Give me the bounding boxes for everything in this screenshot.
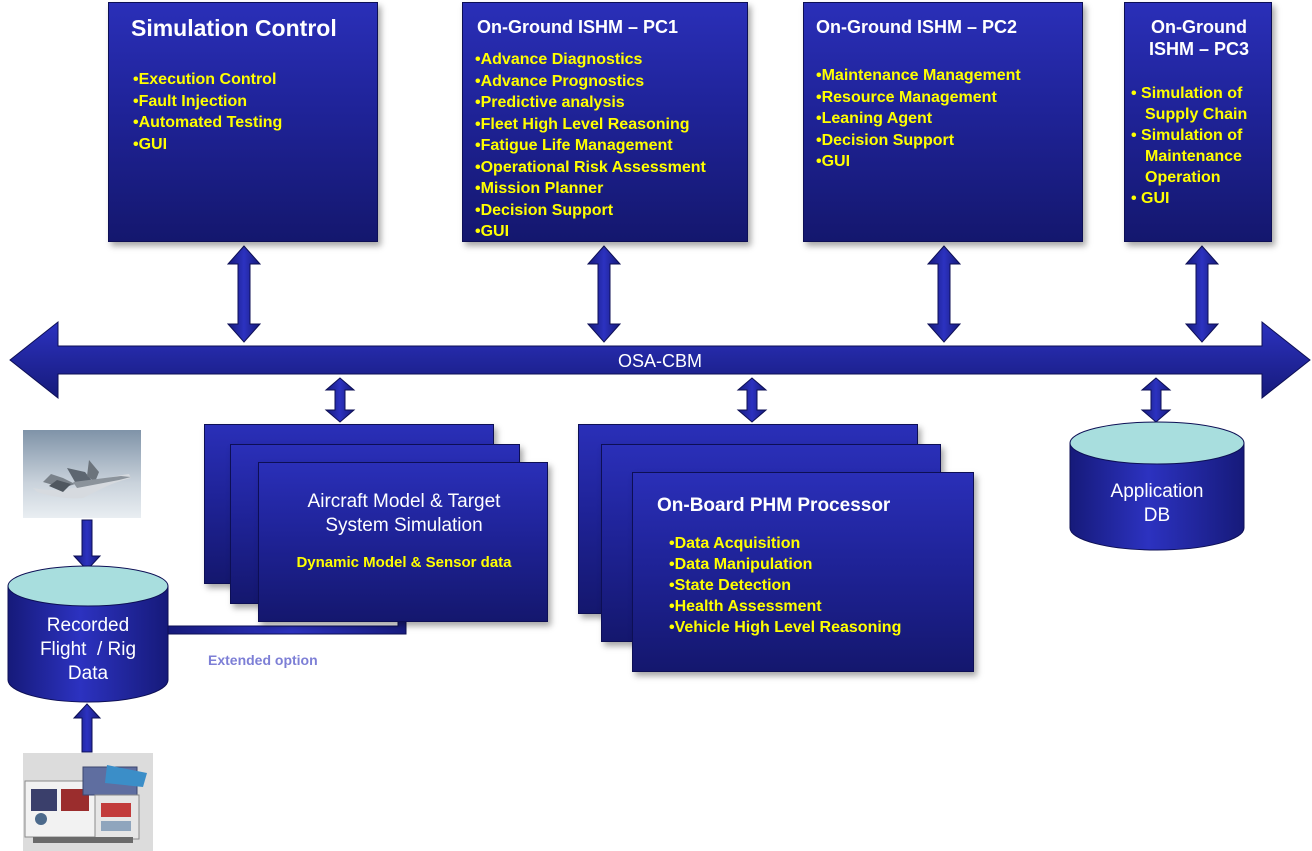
application-db-line2: DB (1143, 505, 1171, 526)
pc1-title: On-Ground ISHM – PC1 (477, 17, 679, 37)
arrow-pc1 (586, 245, 622, 343)
osa-cbm-label: OSA-CBM (617, 351, 702, 371)
list-item: •Fault Injection (133, 92, 248, 110)
test-rig-image (23, 753, 153, 851)
jet-aircraft-image (23, 430, 141, 518)
simulation-control-box: Simulation Control •Execution Control •F… (108, 2, 378, 242)
list-item: •Advance Diagnostics (475, 51, 643, 68)
pc1-box: On-Ground ISHM – PC1 •Advance Diagnostic… (462, 2, 748, 242)
application-db-line1: Application (1110, 481, 1204, 502)
list-item: •Leaning Agent (816, 110, 933, 127)
list-item: •GUI (133, 135, 168, 153)
recorded-db-line2: Flight / Rig (39, 639, 137, 660)
pc2-box: On-Ground ISHM – PC2 •Maintenance Manage… (803, 2, 1083, 242)
arrow-aircraft (324, 377, 356, 423)
list-item: •Operational Risk Assessment (475, 158, 706, 176)
list-item: •Predictive analysis (475, 94, 625, 111)
aircraft-model-title-line1: Aircraft Model & Target (307, 491, 501, 512)
list-item: •Mission Planner (475, 180, 604, 197)
pc2-list: •Maintenance Management •Resource Manage… (816, 65, 1021, 173)
arrow-rig-to-recorded (72, 703, 102, 753)
list-item: •Health Assessment (669, 598, 822, 615)
list-item: •Data Manipulation (669, 556, 813, 573)
simulation-control-title: Simulation Control (131, 15, 337, 41)
list-item: •Vehicle High Level Reasoning (669, 619, 902, 636)
list-item: •Fleet High Level Reasoning (475, 115, 690, 133)
pc3-title-line1: On-Ground (1151, 17, 1247, 37)
arrow-sim-control (226, 245, 262, 343)
pc3-box: On-Ground ISHM – PC3 • Simulation of Sup… (1124, 2, 1272, 242)
phm-title: On-Board PHM Processor (657, 495, 891, 516)
recorded-db-line3: Data (67, 663, 109, 684)
list-item: •State Detection (669, 577, 792, 594)
list-item: • GUI (1131, 190, 1170, 207)
aircraft-model-title-line2: System Simulation (325, 515, 483, 536)
list-item: • Simulation of (1131, 85, 1243, 102)
aircraft-model-box: Aircraft Model & Target System Simulatio… (258, 462, 548, 622)
list-item: •Fatigue Life Management (475, 137, 673, 154)
aircraft-model-subtitle: Dynamic Model & Sensor data (296, 554, 512, 571)
arrow-jet-to-recorded (72, 519, 102, 571)
arrow-pc2 (926, 245, 962, 343)
arrow-phm (736, 377, 768, 423)
list-item: •Execution Control (133, 71, 277, 88)
list-item: •Automated Testing (133, 114, 283, 131)
list-item: •Resource Management (816, 88, 997, 106)
list-item: •GUI (475, 223, 510, 240)
simulation-control-list: •Execution Control •Fault Injection •Aut… (133, 69, 282, 155)
list-item: •Advance Prognostics (475, 72, 645, 90)
list-item: Maintenance (1145, 148, 1242, 165)
pc1-list: •Advance Diagnostics •Advance Prognostic… (475, 49, 706, 243)
list-item: Supply Chain (1145, 106, 1248, 123)
list-item: •Decision Support (475, 201, 614, 219)
extended-option-label: Extended option (208, 652, 318, 668)
list-item: •Maintenance Management (816, 67, 1021, 84)
pc2-title: On-Ground ISHM – PC2 (816, 17, 1018, 37)
list-item: Operation (1145, 169, 1221, 186)
phm-box: On-Board PHM Processor •Data Acquisition… (632, 472, 974, 672)
list-item: •GUI (816, 153, 851, 170)
list-item: •Decision Support (816, 131, 955, 149)
pc3-title-line2: ISHM – PC3 (1148, 39, 1250, 59)
recorded-db-line1: Recorded (46, 615, 130, 636)
list-item: • Simulation of (1131, 127, 1243, 144)
phm-list: •Data Acquisition •Data Manipulation •St… (669, 533, 901, 638)
list-item: •Data Acquisition (669, 535, 801, 552)
pc3-list: • Simulation of Supply Chain • Simulatio… (1131, 83, 1247, 209)
arrow-pc3 (1184, 245, 1220, 343)
